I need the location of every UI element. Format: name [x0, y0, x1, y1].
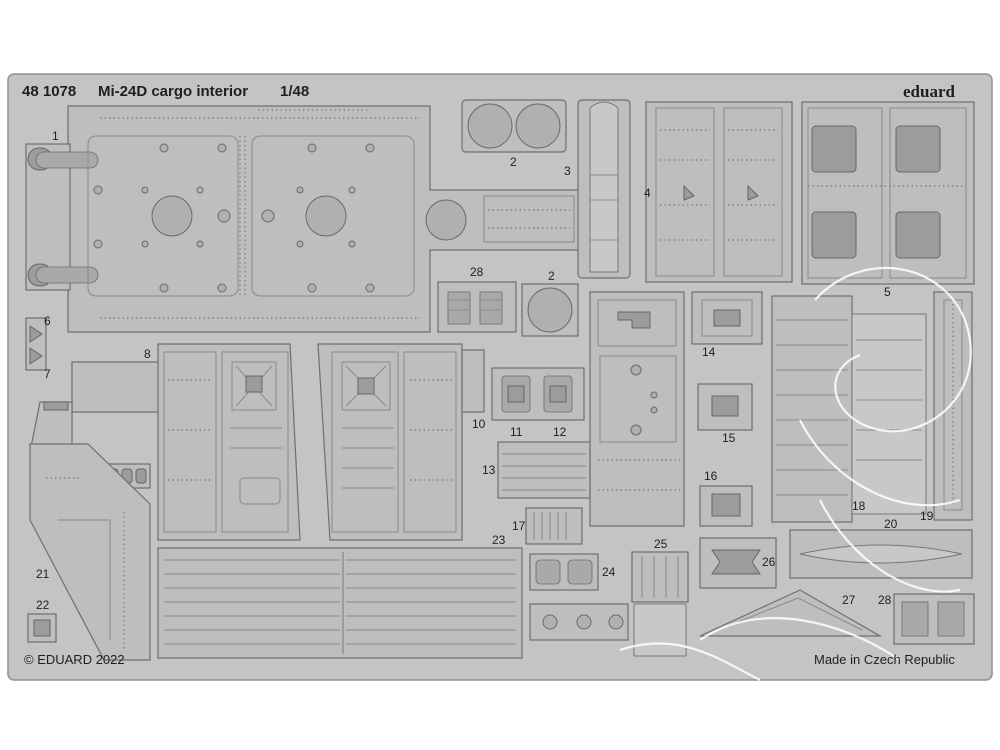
- part-28a-grill: [437, 281, 517, 333]
- label-part-2a: 2: [510, 155, 517, 169]
- part-28b-grill: [893, 593, 975, 645]
- label-part-25: 25: [654, 537, 668, 551]
- label-part-1: 1: [52, 129, 59, 143]
- label-part-15: 15: [722, 431, 736, 445]
- label-part-26: 26: [762, 555, 776, 569]
- part-21-frame: [29, 443, 151, 661]
- label-part-27: 27: [842, 593, 856, 607]
- part-door-panel: [589, 291, 685, 527]
- label-part-28b: 28: [878, 593, 892, 607]
- brand-logo: eduard: [903, 82, 956, 101]
- part-27-triangle: [699, 589, 883, 637]
- part-15-clamp: [697, 383, 753, 431]
- kit-title: Mi-24D cargo interior: [98, 83, 248, 100]
- part-25-comb: [631, 551, 689, 657]
- label-part-16: 16: [704, 469, 718, 483]
- label-part-23: 23: [492, 533, 506, 547]
- label-part-20: 20: [884, 517, 898, 531]
- part-23-strip-set: [157, 547, 523, 659]
- label-part-10: 10: [472, 417, 486, 431]
- label-part-28a: 28: [470, 265, 484, 279]
- label-part-13: 13: [482, 463, 496, 477]
- part-6-7-tabs: [25, 317, 47, 371]
- kit-code: 48 1078: [22, 83, 76, 100]
- label-part-18: 18: [852, 499, 866, 513]
- part-19-bar: [933, 291, 973, 521]
- part-hole-strip: [529, 603, 629, 641]
- kit-scale: 1/48: [280, 83, 309, 100]
- part-2-disk: [521, 283, 579, 337]
- part-18-ribbed-panel: [771, 295, 927, 523]
- copyright-text: © EDUARD 2022: [24, 652, 125, 667]
- label-part-3: 3: [564, 164, 571, 178]
- label-part-14: 14: [702, 345, 716, 359]
- part-14-box: [691, 291, 763, 345]
- label-part-2b: 2: [548, 269, 555, 283]
- part-side-panel-right: [317, 343, 463, 541]
- label-part-7: 7: [44, 367, 51, 381]
- label-part-4: 4: [644, 186, 651, 200]
- label-part-8: 8: [144, 347, 151, 361]
- label-part-19: 19: [920, 509, 934, 523]
- part-2-twin-disks: [461, 99, 567, 153]
- part-16-clamp: [699, 485, 753, 527]
- part-5-window-panel: [801, 101, 975, 285]
- label-part-12: 12: [553, 425, 567, 439]
- label-part-17: 17: [512, 519, 526, 533]
- label-part-22: 22: [36, 598, 50, 612]
- part-11-12-buckles: [491, 367, 585, 421]
- part-1-floor-panel: [25, 105, 581, 333]
- label-part-24: 24: [602, 565, 616, 579]
- part-20-oval-strip: [789, 529, 973, 579]
- part-4-double-panel: [645, 101, 793, 283]
- origin-text: Made in Czech Republic: [814, 652, 955, 667]
- part-3-strip: [577, 99, 631, 279]
- part-24-clips: [529, 553, 599, 591]
- part-26-hinge: [699, 537, 777, 589]
- part-22-square: [27, 613, 57, 643]
- label-part-21: 21: [36, 567, 50, 581]
- part-10-plate: [461, 349, 485, 413]
- label-part-11: 11: [510, 425, 523, 439]
- label-part-5: 5: [884, 285, 891, 299]
- part-side-panel-left: [157, 343, 301, 541]
- part-13-strips: [497, 441, 591, 499]
- label-part-6: 6: [44, 314, 51, 328]
- watermark-graphic: [619, 267, 972, 681]
- part-17-grid: [525, 507, 583, 545]
